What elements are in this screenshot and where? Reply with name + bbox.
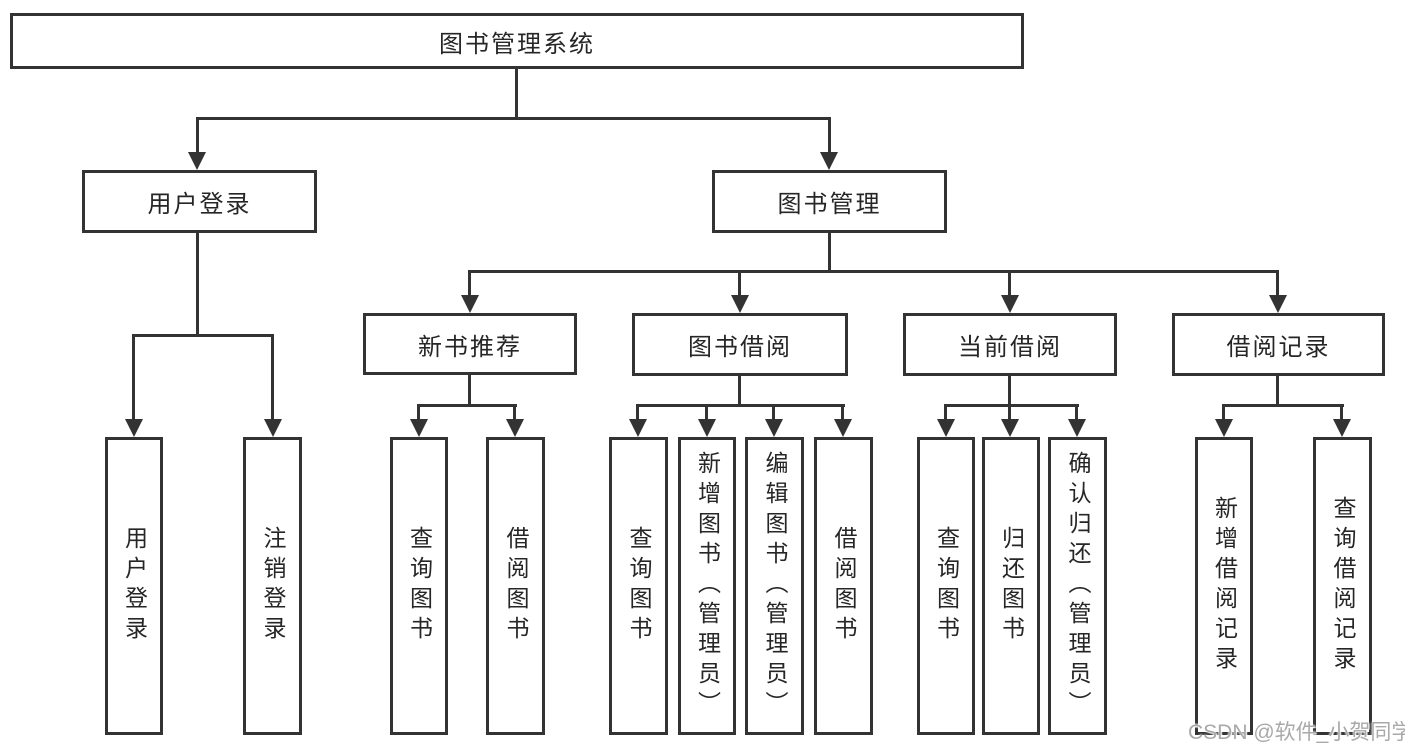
node-borrow-records: 借阅记录 — [1172, 313, 1385, 376]
connector-line — [1276, 270, 1279, 295]
arrow-down-icon — [1215, 419, 1233, 437]
leaf-query-book-recommend: 查询图书 — [390, 437, 448, 735]
node-label: 查询图书 — [626, 526, 652, 646]
node-label: 查询图书 — [406, 526, 433, 646]
connector-line — [828, 117, 831, 152]
node-label: 归还图书 — [998, 526, 1025, 646]
node-label: 新书推荐 — [418, 333, 522, 361]
connector-line — [944, 404, 947, 419]
leaf-return-book: 归还图书 — [982, 437, 1040, 735]
arrow-down-icon — [1333, 419, 1351, 437]
connector-line — [468, 375, 471, 406]
connector-line — [513, 404, 516, 419]
connector-line — [1222, 404, 1225, 419]
connector-line — [1340, 404, 1343, 419]
arrow-down-icon — [461, 295, 479, 313]
connector-line — [196, 233, 199, 335]
node-label: 图书管理 — [777, 191, 882, 218]
node-label: 图书管理系统 — [439, 30, 595, 58]
connector-line — [417, 404, 517, 407]
connector-line — [468, 270, 471, 295]
node-label: 借阅图书 — [503, 526, 529, 646]
leaf-user-login: 用户登录 — [105, 437, 163, 735]
leaf-query-book-current: 查询图书 — [917, 437, 975, 735]
node-current-borrowing: 当前借阅 — [903, 313, 1117, 376]
connector-line — [271, 334, 274, 419]
node-label: 借阅记录 — [1226, 334, 1331, 361]
arrow-down-icon — [264, 419, 282, 437]
arrow-down-icon — [1068, 419, 1086, 437]
leaf-logout: 注销登录 — [243, 437, 302, 735]
connector-line — [772, 404, 775, 419]
node-label: 新增图书（管理员） — [694, 451, 721, 721]
arrow-down-icon — [698, 419, 716, 437]
arrow-down-icon — [1269, 295, 1287, 313]
node-label: 当前借阅 — [958, 334, 1062, 361]
leaf-borrow-book: 借阅图书 — [814, 437, 873, 735]
connector-line — [417, 404, 420, 419]
node-book-borrowing: 图书借阅 — [632, 313, 848, 376]
node-new-book-recommend: 新书推荐 — [363, 313, 577, 375]
leaf-query-book-borrowing: 查询图书 — [609, 437, 668, 735]
connector-line — [132, 334, 273, 337]
node-user-login: 用户登录 — [82, 170, 317, 233]
node-label: 查询借阅记录 — [1330, 496, 1356, 676]
arrow-down-icon — [765, 419, 783, 437]
node-label: 借阅图书 — [831, 526, 857, 646]
arrow-down-icon — [629, 419, 647, 437]
arrow-down-icon — [1001, 295, 1019, 313]
connector-line — [738, 270, 741, 295]
node-label: 确认归还（管理员） — [1065, 451, 1091, 721]
node-label: 图书借阅 — [688, 334, 792, 361]
arrow-down-icon — [1001, 419, 1019, 437]
connector-line — [132, 334, 135, 419]
node-label: 查询图书 — [933, 526, 960, 646]
arrow-down-icon — [937, 419, 955, 437]
connector-line — [636, 404, 845, 407]
connector-line — [515, 68, 518, 118]
connector-line — [944, 404, 1079, 407]
node-label: 用户登录 — [147, 191, 252, 218]
node-label: 新增借阅记录 — [1211, 496, 1238, 676]
leaf-add-book-admin: 新增图书（管理员） — [678, 437, 736, 735]
connector-line — [1008, 376, 1011, 406]
csdn-watermark: CSDN @软件_小贺同学 — [1188, 721, 1405, 744]
connector-line — [705, 404, 708, 419]
arrow-down-icon — [188, 152, 206, 170]
leaf-query-borrow-record: 查询借阅记录 — [1313, 437, 1372, 735]
leaf-add-borrow-record: 新增借阅记录 — [1195, 437, 1253, 735]
arrow-down-icon — [125, 419, 143, 437]
leaf-edit-book-admin: 编辑图书（管理员） — [745, 437, 804, 735]
connector-line — [1008, 404, 1011, 419]
connector-line — [738, 376, 741, 406]
node-label: 注销登录 — [260, 526, 286, 646]
leaf-confirm-return-admin: 确认归还（管理员） — [1048, 437, 1107, 735]
connector-line — [468, 270, 1279, 273]
node-label: 编辑图书（管理员） — [762, 451, 788, 721]
connector-line — [196, 117, 831, 120]
arrow-down-icon — [820, 152, 838, 170]
connector-line — [1222, 404, 1344, 407]
connector-line — [636, 404, 639, 419]
node-book-management: 图书管理 — [712, 170, 947, 233]
connector-line — [841, 404, 844, 419]
connector-line — [828, 233, 831, 273]
connector-line — [1075, 404, 1078, 419]
connector-line — [1276, 376, 1279, 406]
arrow-down-icon — [731, 295, 749, 313]
arrow-down-icon — [410, 419, 428, 437]
connector-line — [196, 117, 199, 152]
arrow-down-icon — [834, 419, 852, 437]
leaf-borrow-book-recommend: 借阅图书 — [486, 437, 545, 735]
node-library-system: 图书管理系统 — [10, 13, 1024, 69]
node-label: 用户登录 — [121, 526, 148, 646]
connector-line — [1008, 270, 1011, 295]
arrow-down-icon — [506, 419, 524, 437]
